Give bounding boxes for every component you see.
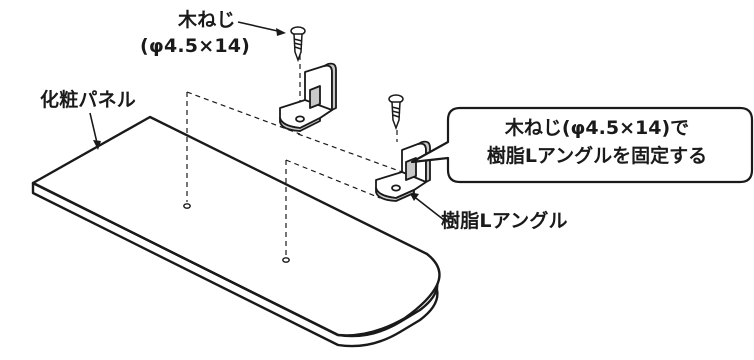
panel-side [31, 181, 439, 348]
panel-top [31, 115, 441, 337]
screw-hole [183, 203, 191, 209]
wood-screw-top [290, 26, 306, 63]
resin-l-bracket-label: 樹脂Lアングル [441, 210, 568, 232]
callout-line-2: 樹脂Lアングルを固定する [486, 145, 708, 167]
l-bracket-installed [375, 140, 431, 202]
wood-screw-label: 木ねじ [178, 9, 236, 31]
callout-text: 木ねじ(φ4.5×14)で 樹脂Lアングルを固定する [448, 114, 746, 170]
l-bracket-top [279, 62, 337, 132]
callout-bubble [410, 106, 754, 184]
panel-edge [32, 181, 339, 337]
screw-hole [282, 257, 290, 263]
callout-line-1: 木ねじ(φ4.5×14)で [504, 117, 690, 139]
wood-screw-right [388, 94, 404, 131]
wood-screw-size-label: (φ4.5×14) [140, 35, 251, 57]
panel-board [31, 115, 441, 348]
decorative-panel-label: 化粧パネル [40, 89, 137, 111]
